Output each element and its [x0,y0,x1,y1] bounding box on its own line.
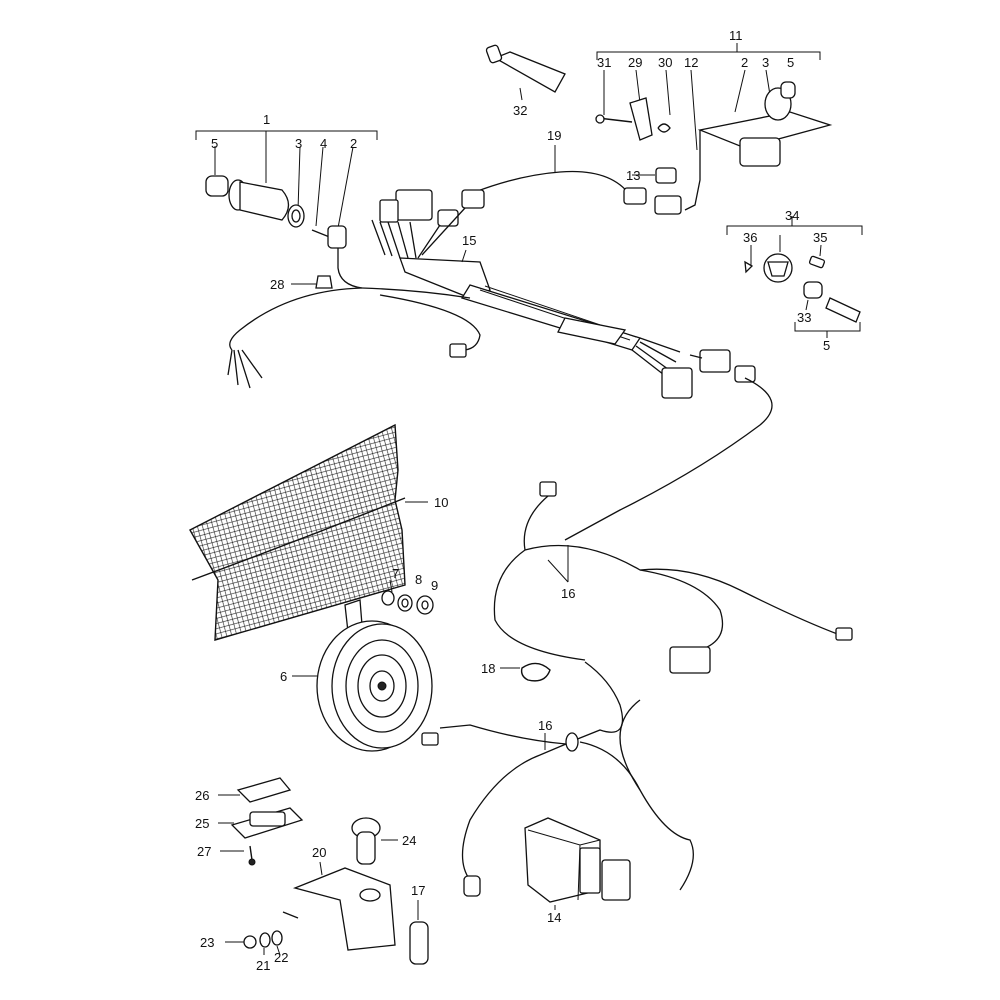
plate-29 [629,97,653,141]
label-5-lock: 5 [823,338,830,353]
label-33: 33 [797,310,811,325]
ignition-lock-assembly [195,130,378,289]
label-1: 1 [263,112,270,127]
key-cap-5 [780,81,796,99]
label-3-top: 3 [762,55,769,70]
label-27: 27 [197,844,211,859]
label-22: 22 [274,950,288,965]
label-21: 21 [256,958,270,973]
brackets-25-26-27 [218,777,304,866]
main-harness-15 [227,189,773,541]
fasteners-21-22-23 [225,930,283,956]
label-4: 4 [320,136,327,151]
grease-tube [485,44,566,101]
label-35: 35 [813,230,827,245]
wire-harness-16 [493,481,853,674]
connector-12 [654,195,682,215]
label-3: 3 [295,136,302,151]
label-18: 18 [481,661,495,676]
lock-parts-34 [726,216,863,338]
steering-lock-assembly [595,43,833,215]
mesh-panel-10 [189,423,428,641]
label-5: 5 [211,136,218,151]
lock-housing [697,111,833,149]
bracket-1 [195,130,378,140]
label-32: 32 [513,103,527,118]
grommet-17 [409,900,429,965]
label-7: 7 [392,566,399,581]
bracket-20 [282,861,396,951]
key-33 [803,281,823,299]
key-cap [205,175,229,197]
label-11: 11 [729,28,743,43]
label-5-top: 5 [787,55,794,70]
label-17: 17 [411,883,425,898]
label-24: 24 [402,833,416,848]
label-25: 25 [195,816,209,831]
callout-labels: 1 2 3 4 5 11 31 29 30 12 2 3 5 32 19 13 … [195,28,830,973]
label-36: 36 [743,230,757,245]
clip-28 [315,275,333,289]
spring-30 [657,123,671,133]
label-9: 9 [431,578,438,593]
label-10: 10 [434,495,448,510]
label-28: 28 [270,277,284,292]
label-16: 16 [561,586,575,601]
label-19: 19 [547,128,561,143]
label-14: 14 [547,910,561,925]
connector-13 [655,167,677,184]
relay-box-14 [524,817,631,910]
lower-harness [421,661,694,897]
label-8: 8 [415,572,422,587]
horn-6 [292,599,433,752]
lock-cylinder [239,181,290,221]
label-31: 31 [597,55,611,70]
pin-35 [808,255,826,269]
bracket-11 [596,51,821,60]
label-15: 15 [462,233,476,248]
label-13: 13 [626,168,640,183]
label-29: 29 [628,55,642,70]
label-30: 30 [658,55,672,70]
key-5 [825,297,861,323]
label-34: 34 [785,208,799,223]
switch-2 [327,225,347,249]
label-26: 26 [195,788,209,803]
label-12: 12 [684,55,698,70]
clamp-18 [500,662,551,682]
label-2: 2 [350,136,357,151]
label-20: 20 [312,845,326,860]
wire-19 [474,145,677,205]
nuts-washers [381,579,434,615]
label-2-top: 2 [741,55,748,70]
label-23: 23 [200,935,214,950]
pushbutton-24 [351,817,398,865]
label-16-lower: 16 [538,718,552,733]
label-6: 6 [280,669,287,684]
